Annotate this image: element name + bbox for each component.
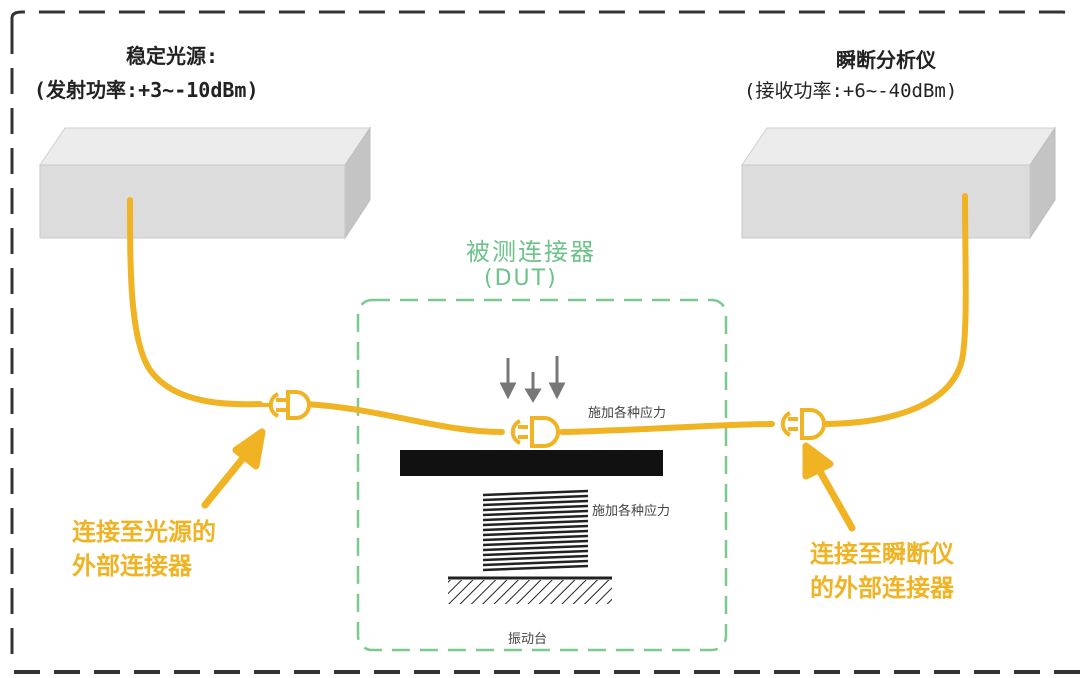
- callout-right-line1: 连接至瞬断仪: [810, 540, 954, 568]
- light-source-box: [39, 126, 371, 240]
- vibration-platform-bar: [400, 450, 663, 476]
- connector-right-icon: [780, 408, 826, 440]
- vibration-table-label: 振动台: [508, 632, 548, 647]
- fiber-cable: [127, 193, 969, 435]
- analyzer-power: (接收功率:+6~-40dBm): [744, 80, 958, 102]
- outer-dashed-border: [10, 10, 1074, 668]
- stress-label-top: 施加各种应力: [588, 406, 667, 421]
- light-source-power: (发射功率:+3~-10dBm): [34, 78, 259, 102]
- callout-right-line2: 的外部连接器: [810, 574, 954, 602]
- connector-left-icon: [260, 390, 311, 420]
- spring-icon: [482, 489, 589, 572]
- light-source-title: 稳定光源:: [126, 44, 219, 68]
- callout-arrow-left-icon: [201, 428, 266, 509]
- stress-label-spring: 施加各种应力: [592, 504, 671, 519]
- connector-dut-icon: [510, 416, 560, 448]
- stress-arrows-icon: [499, 356, 566, 403]
- ground-hatch-icon: [448, 576, 612, 604]
- dut-dashed-box: [356, 298, 728, 652]
- dut-subtitle: (DUT): [484, 266, 558, 291]
- analyzer-title: 瞬断分析仪: [836, 48, 936, 72]
- callout-left-line2: 外部连接器: [72, 552, 192, 580]
- callout-arrow-right-icon: [802, 442, 856, 532]
- dut-title: 被测连接器: [466, 238, 596, 266]
- callout-left-line1: 连接至光源的: [72, 518, 216, 546]
- analyzer-box: [741, 126, 1056, 240]
